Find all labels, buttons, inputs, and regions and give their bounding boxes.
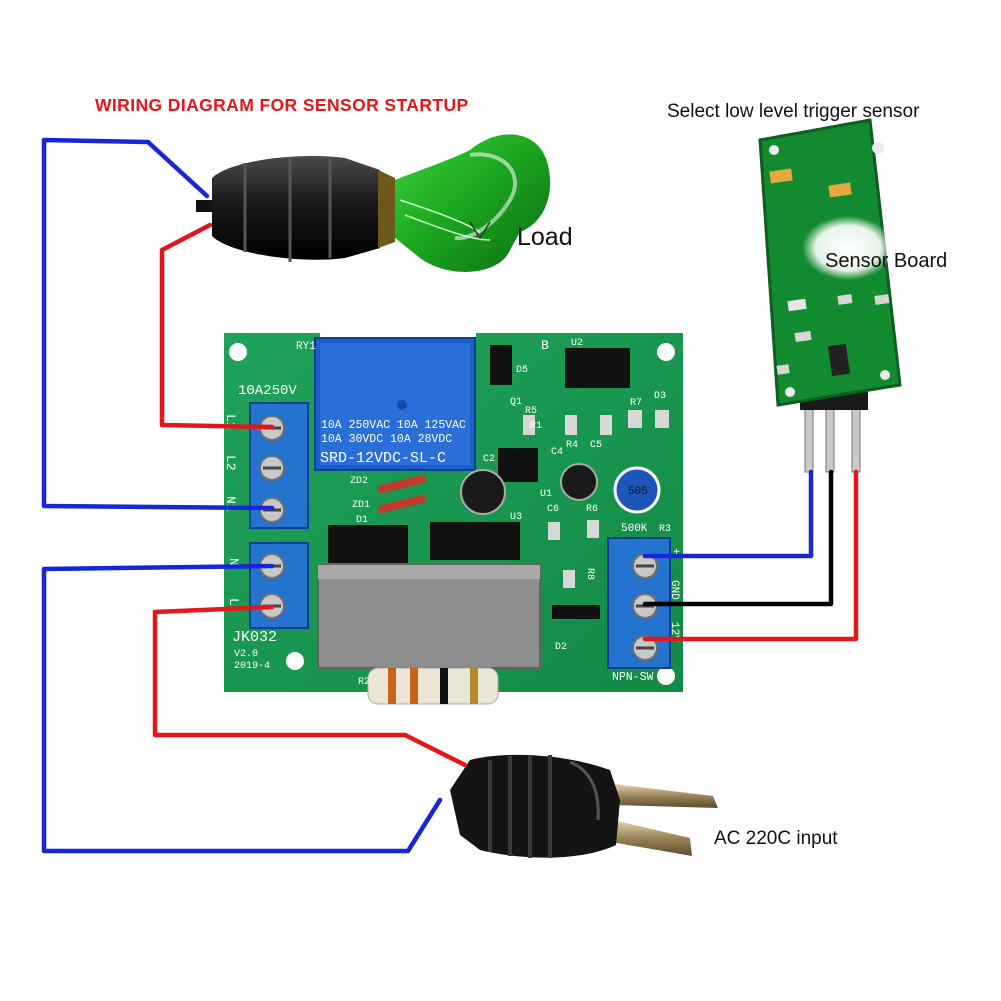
comp-r4: R4 xyxy=(566,440,578,451)
relay-icon xyxy=(314,337,476,471)
comp-u1: U1 xyxy=(540,489,552,500)
resistor-icon xyxy=(367,667,499,705)
ic-chip-u2 xyxy=(565,348,630,388)
comp-c2: C2 xyxy=(483,454,495,465)
relay-rating-line2: 10A 30VDC 10A 28VDC xyxy=(321,433,452,446)
smd-r4 xyxy=(565,415,577,435)
comp-c4: C4 xyxy=(551,447,563,458)
relay-module-board: 10A 250VAC 10A 125VAC 10A 30VDC 10A 28VD… xyxy=(223,333,683,705)
comp-r8: R8 xyxy=(584,568,595,580)
comp-r5: R5 xyxy=(525,406,537,417)
pot-marking: 505 xyxy=(628,486,648,498)
transformer-icon xyxy=(317,564,541,669)
pot-value: 500K xyxy=(621,523,648,535)
capacitor-c2 xyxy=(460,469,506,515)
comp-c5: C5 xyxy=(590,440,602,451)
terminal-label-l2: L2 xyxy=(223,455,238,471)
comp-r2: R2 xyxy=(358,677,370,688)
board-rating: 10A250V xyxy=(238,383,297,399)
board-model: JK032 xyxy=(232,629,277,646)
smd-r6 xyxy=(587,520,599,538)
sensor-board-icon xyxy=(758,118,902,473)
comp-r6: R6 xyxy=(586,504,598,515)
zener-diode-zd2 xyxy=(377,474,427,494)
capacitor-c4 xyxy=(560,463,598,501)
comp-r3: R3 xyxy=(659,524,671,535)
smd-r5 xyxy=(523,415,535,435)
comp-d3: D3 xyxy=(654,391,666,402)
wire-sensor-12v xyxy=(642,469,859,642)
smd-c6 xyxy=(548,522,560,540)
smd-d3 xyxy=(655,410,669,428)
ac-input-label: AC 220C input xyxy=(714,828,838,849)
zener-diode-zd1 xyxy=(377,494,427,514)
wire-load-live xyxy=(159,222,275,430)
comp-d2: D2 xyxy=(555,642,567,653)
diagram-title: WIRING DIAGRAM FOR SENSOR STARTUP xyxy=(95,95,469,115)
bulb-icon xyxy=(196,134,551,272)
comp-c6: C6 xyxy=(547,504,559,515)
terminal-label-l: L xyxy=(226,598,241,606)
comp-u3: U3 xyxy=(510,512,522,523)
comp-d1: D1 xyxy=(356,515,368,526)
sensor-switch-label: NPN-SW xyxy=(612,671,654,684)
terminal-label-n: N xyxy=(226,558,241,566)
sensor-terminal-gnd: GND xyxy=(668,580,680,600)
smd-r7 xyxy=(628,410,642,428)
potentiometer-icon xyxy=(613,466,661,514)
comp-d5: D5 xyxy=(516,365,528,376)
board-version: V2.0 xyxy=(234,649,258,660)
wire-load-neutral xyxy=(41,137,275,511)
smd-c5 xyxy=(600,415,612,435)
sensor-caption: Select low level trigger sensor xyxy=(667,101,920,122)
comp-zd2: ZD2 xyxy=(350,476,368,487)
relay-rating-line1: 10A 250VAC 10A 125VAC xyxy=(321,419,466,432)
diode-d5 xyxy=(490,345,512,385)
input-terminal-block xyxy=(249,542,309,629)
sensor-board-label: Sensor Board xyxy=(825,250,948,272)
wire-mains-live xyxy=(152,604,468,768)
wire-mains-neutral xyxy=(41,563,443,854)
ic-chip-u3 xyxy=(430,522,520,560)
smd-r8 xyxy=(563,570,575,588)
wire-sensor-gnd xyxy=(642,469,834,607)
comp-b: B xyxy=(541,338,549,353)
comp-r7: R7 xyxy=(630,398,642,409)
regulator-u1 xyxy=(498,448,538,482)
comp-zd1: ZD1 xyxy=(352,500,370,511)
ac-plug-icon xyxy=(450,754,718,858)
comp-q1: Q1 xyxy=(510,397,522,408)
relay-model: SRD-12VDC-SL-C xyxy=(320,450,446,467)
sensor-terminal-plus: + xyxy=(669,548,681,555)
diode-d2 xyxy=(552,605,600,619)
load-label: Load xyxy=(517,223,573,251)
ic-chip-d1 xyxy=(328,525,408,563)
comp-u2: U2 xyxy=(571,338,583,349)
board-date: 2019-4 xyxy=(234,661,270,672)
wire-sensor-plus xyxy=(642,469,814,559)
relay-ref: RY1 xyxy=(296,341,316,353)
comp-r1: R1 xyxy=(530,421,542,432)
